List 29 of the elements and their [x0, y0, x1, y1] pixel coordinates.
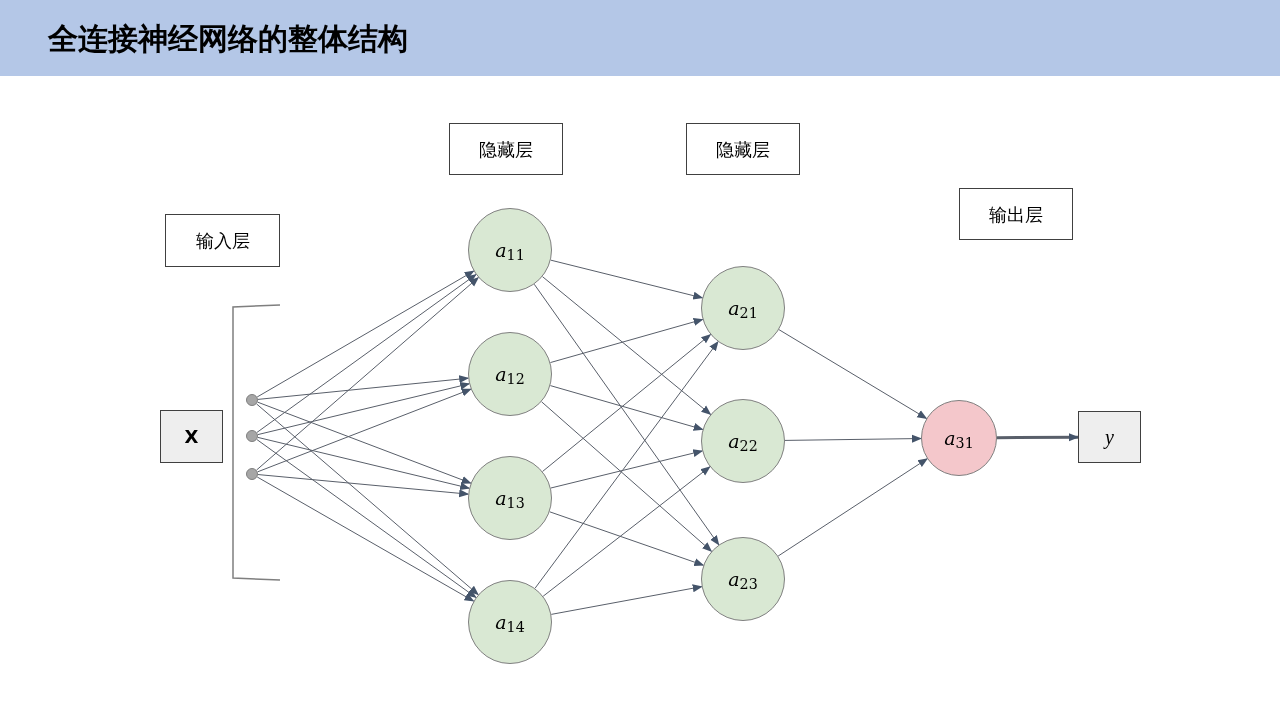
arrow	[549, 511, 705, 567]
arrow	[542, 333, 712, 472]
arrow	[542, 276, 712, 415]
arrow	[256, 403, 479, 596]
arrow	[256, 439, 477, 598]
arrow	[257, 388, 472, 473]
arrow	[777, 458, 928, 557]
arrow	[784, 434, 922, 443]
output-box: y	[1078, 411, 1141, 463]
arrow	[256, 476, 475, 602]
arrow	[256, 270, 475, 398]
layer-label: 隐藏层	[686, 123, 800, 175]
arrow	[534, 340, 719, 589]
arrow	[542, 466, 711, 597]
layer-label: 隐藏层	[449, 123, 563, 175]
arrow	[257, 474, 470, 498]
arrow	[256, 274, 477, 433]
arrow	[257, 401, 472, 484]
arrow	[533, 283, 720, 546]
arrow	[541, 401, 713, 552]
arrow	[257, 375, 470, 400]
layer-label: 输出层	[959, 188, 1073, 240]
input-box: X	[160, 410, 223, 463]
arrow	[778, 329, 928, 419]
arrow	[256, 276, 480, 471]
arrow	[550, 584, 703, 615]
layer-label: 输入层	[165, 214, 280, 267]
arrow	[997, 433, 1079, 442]
title: 全连接神经网络的整体结构	[48, 19, 408, 58]
